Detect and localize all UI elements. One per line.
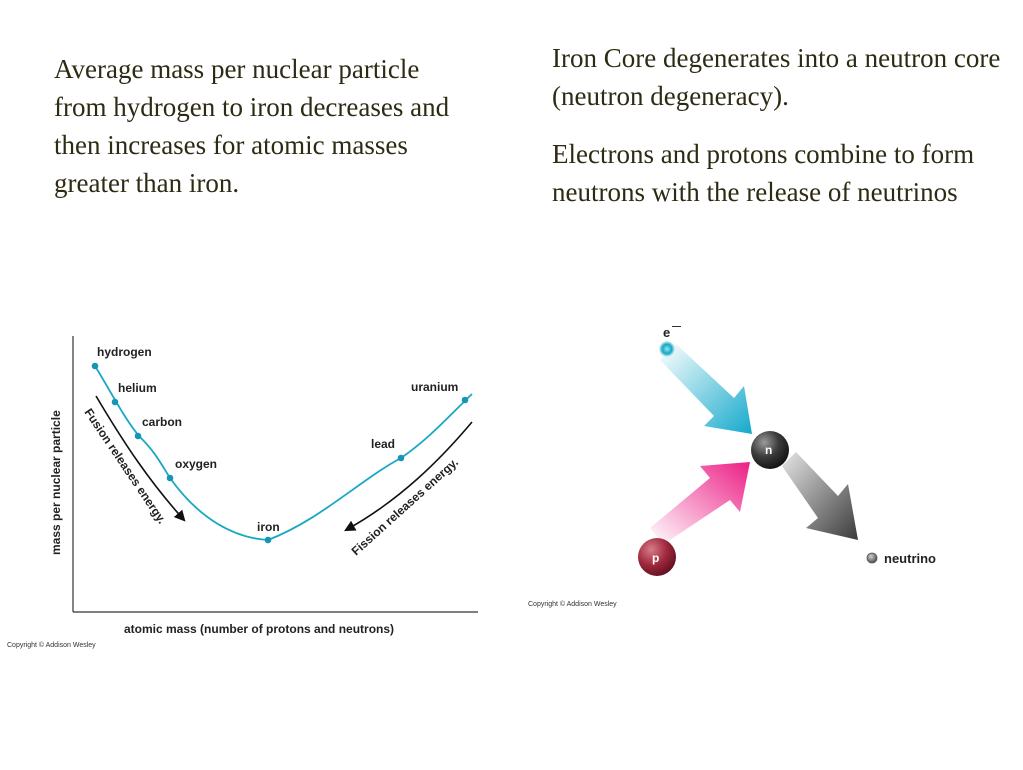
neutrino-ball (866, 552, 878, 564)
mass-curve-figure: hydrogen helium carbon oxygen iron lead … (7, 336, 478, 649)
y-axis-label: mass per nuclear particle (49, 410, 63, 555)
electron-ball (659, 341, 675, 357)
label-lead: lead (371, 437, 395, 451)
curve-copyright: Copyright © Addison Wesley (7, 641, 96, 649)
label-oxygen: oxygen (175, 457, 217, 471)
fission-arrow (344, 421, 473, 532)
point-iron (264, 536, 272, 544)
neutrino-arrow (782, 452, 858, 540)
right-paragraph-electron-capture: Electrons and protons combine to form ne… (552, 139, 975, 207)
label-carbon: carbon (142, 415, 182, 429)
right-paragraph-neutron-core: Iron Core degenerates into a neutron cor… (552, 43, 1001, 111)
point-helium (111, 398, 119, 406)
fusion-arrow (95, 395, 186, 522)
reaction-figure: e — n p neutrino Copyright © Addison Wes… (528, 321, 936, 608)
label-iron: iron (257, 520, 280, 534)
fission-arrow-label: Fission releases energy. (349, 455, 461, 558)
point-carbon (134, 432, 142, 440)
reaction-copyright: Copyright © Addison Wesley (528, 600, 617, 608)
neutron-label: n (765, 443, 772, 457)
point-hydrogen (91, 362, 99, 370)
proton-ball (638, 538, 676, 576)
label-uranium: uranium (411, 380, 458, 394)
point-lead (397, 454, 405, 462)
left-paragraph: Average mass per nuclear particle from h… (54, 54, 450, 198)
label-helium: helium (118, 381, 157, 395)
point-oxygen (166, 474, 174, 482)
label-hydrogen: hydrogen (97, 345, 152, 359)
electron-arrow (660, 344, 752, 434)
electron-label: e (663, 325, 670, 340)
x-axis-label: atomic mass (number of protons and neutr… (124, 622, 394, 636)
point-uranium (461, 396, 469, 404)
electron-charge: — (672, 321, 681, 331)
proton-label: p (652, 551, 659, 565)
proton-arrow (650, 462, 750, 544)
neutron-ball (751, 431, 789, 469)
neutrino-label: neutrino (884, 551, 936, 566)
